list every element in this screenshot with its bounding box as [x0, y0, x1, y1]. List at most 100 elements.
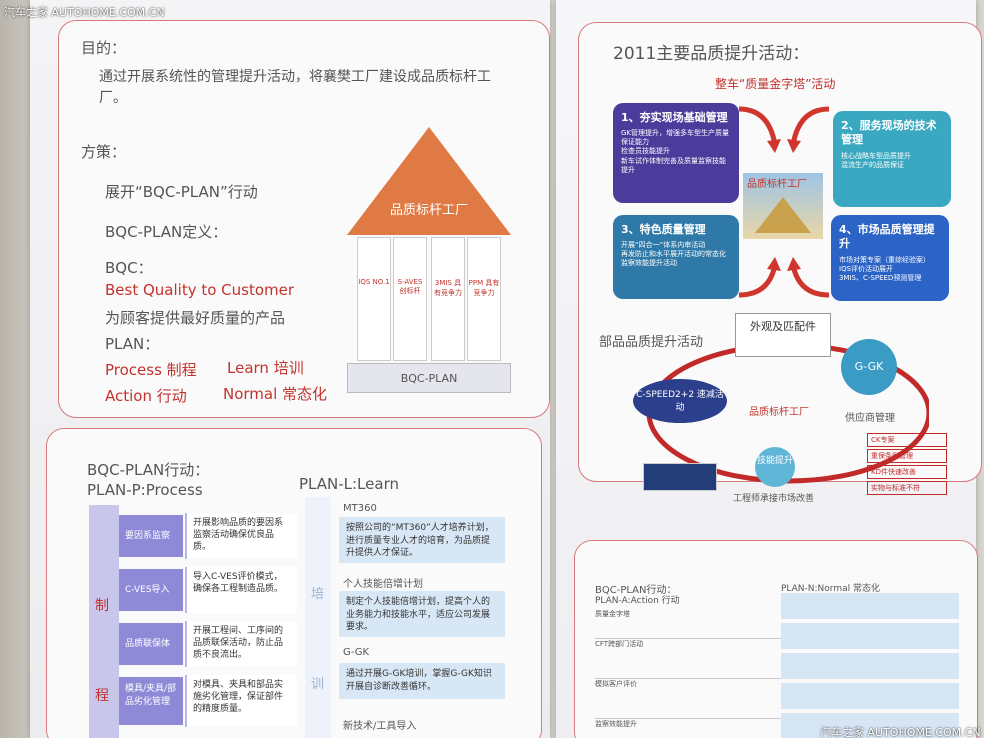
bqc-plan-action-panel: BQC-PLAN行动： PLAN-P:Process PLAN-L:Learn … — [46, 428, 542, 738]
pillar-iqs: IQS NO.1 — [357, 237, 391, 361]
box-special-title: 3、特色质量管理 — [621, 223, 706, 236]
house-roof — [347, 127, 511, 235]
plan-l-title: PLAN-L:Learn — [299, 475, 399, 493]
box-special-item-2: 再发防止和水平展开活动的常态化 — [621, 250, 726, 259]
box-market-item-3: 3MIS、C-SPEED预测管理 — [839, 273, 922, 282]
goal-text: 通过开展系统性的管理提升活动，将襄樊工厂建设成品质标杆工厂。 — [99, 69, 491, 106]
box-special-item-1: 开展“四合一”体系内审活动 — [621, 241, 706, 250]
car-image — [643, 463, 717, 491]
parts-center-label: 品质标杆工厂 — [749, 407, 809, 418]
center-label: 品质标杆工厂 — [747, 179, 807, 190]
box-foundation: 1、夯实现场基础管理 GK管理提升，增强多车型生产质量保证能力 检查员技能提升 … — [613, 103, 739, 203]
box-foundation-item-1: GK管理提升，增强多车型生产质量保证能力 — [621, 129, 730, 147]
plan-p-title: PLAN-P:Process — [87, 481, 203, 499]
plan-line-learn: Learn 培训 — [227, 359, 304, 377]
side-char-2: 程 — [95, 688, 109, 704]
bqc-chinese: 为顾客提供最好质量的产品 — [105, 309, 286, 327]
learn-item-title-2: 个人技能倍增计划 — [343, 579, 423, 590]
parts-title: 部品品质提升活动 — [599, 335, 704, 350]
supplier-item-1: CK专案 — [867, 433, 947, 447]
engineer-label: 工程师承接市场改善 — [733, 494, 815, 504]
box-foundation-item-2: 检查员技能提升 — [621, 147, 670, 156]
supplier-item-3: KD件快速改善 — [867, 465, 947, 479]
box-market-item-1: 市场对策专案（重综经验案） — [839, 255, 930, 264]
box-technical: 2、服务现场的技术管理 核心战略车型品质提升 混流生产的品质保证 — [833, 111, 951, 207]
left-poster-board: 目的： 通过开展系统性的管理提升活动，将襄樊工厂建设成品质标杆工厂。 方策： 展… — [30, 0, 550, 738]
plan-a-title: PLAN-A:Action 行动 — [595, 596, 680, 606]
normal-row-1 — [781, 593, 959, 619]
process-row-label-2: C-VES导入 — [119, 569, 183, 611]
normal-row-3 — [781, 653, 959, 679]
red-arrows — [738, 106, 830, 298]
box-technical-title: 2、服务现场的技术管理 — [841, 119, 937, 147]
center-pyramid-image: 品质标杆工厂 — [743, 173, 823, 239]
learn-item-text-2: 制定个人技能倍增计划，提高个人的业务能力和技能水平，适应公司发展要求。 — [339, 591, 505, 637]
normal-row-2 — [781, 623, 959, 649]
learn-side-char-1: 培 — [311, 587, 325, 602]
learn-side-char-2: 训 — [311, 677, 325, 692]
box-special: 3、特色质量管理 开展“四合一”体系内审活动 再发防止和水平展开活动的常态化 监… — [613, 215, 739, 299]
watermark-bottom: 汽车之家 AUTOHOME.COM.CN — [820, 726, 981, 738]
learn-item-title-3: G-GK — [343, 647, 370, 658]
box-foundation-title: 1、夯实现场基础管理 — [621, 111, 728, 124]
pyramid-shape — [755, 197, 811, 233]
strategy-title: 方策： — [81, 143, 127, 161]
learn-side-bar: 培 训 — [305, 497, 331, 738]
pillar-saves: S-AVES 创标杆 — [393, 237, 427, 361]
supplier-item-2: 重保条例管理 — [867, 449, 947, 463]
ggk-circle: G-GK — [841, 339, 897, 395]
bqc-plan-definition: BQC-PLAN定义： — [105, 223, 228, 241]
learn-item-title-1: MT360 — [343, 503, 377, 514]
normal-table — [781, 593, 959, 738]
plan-line-normal: Normal 常态化 — [223, 385, 328, 403]
box-market: 4、市场品质管理提升 市场对策专案（重综经验案） IQS评价活动展开 3MIS、… — [831, 215, 949, 301]
learn-item-title-4: 新技术/工具导入 — [343, 721, 417, 732]
process-row-text-4: 对模具、夹具和部品实施劣化管理，保证部件的精度质量。 — [185, 675, 297, 727]
activities-title: 2011主要品质提升活动： — [613, 44, 810, 64]
activities-panel: 2011主要品质提升活动： 整车“质量金字塔”活动 1、夯实现场基础管理 GK管… — [578, 22, 982, 504]
supplier-label: 供应商管理 — [845, 413, 895, 424]
plan-label: PLAN： — [105, 335, 160, 353]
goal-panel: 目的： 通过开展系统性的管理提升活动，将襄樊工厂建设成品质标杆工厂。 方策： 展… — [58, 20, 550, 418]
normal-row-4 — [781, 683, 959, 709]
box-special-item-3: 监察效能提升活动 — [621, 259, 677, 268]
process-row-label-4: 模具/夹具/部品劣化管理 — [119, 677, 183, 725]
process-row-label-3: 品质联保体系 — [119, 623, 183, 683]
bqc-label: BQC： — [105, 259, 153, 277]
supplier-item-4: 实物与标准不符 — [867, 481, 947, 495]
skill-circle: 技能提升 — [755, 447, 795, 487]
pyramid-subtitle: 整车“质量金字塔”活动 — [715, 77, 836, 91]
action-normal-panel: BQC-PLAN行动： PLAN-A:Action 行动 PLAN-N:Norm… — [574, 540, 978, 738]
bqc-english: Best Quality to Customer — [105, 281, 295, 299]
box-market-item-2: IQS评价活动展开 — [839, 264, 894, 273]
cspeed-oval: C-SPEED2+2 速减活动 — [633, 379, 727, 423]
section2-title: BQC-PLAN行动： — [87, 461, 210, 479]
supplier-list: CK专案 重保条例管理 KD件快速改善 实物与标准不符 — [867, 433, 947, 495]
pillar-3mis: 3MIS 具有竞争力 — [431, 237, 465, 361]
action-table: 质量金字塔 CFT跨部门活动 模拟客户评价 监察效能提升 — [595, 609, 795, 738]
box-technical-item-1: 核心战略车型品质提升 — [841, 151, 911, 160]
process-row-text-2: 导入C-VES评价模式，确保各工程制造品质。 — [185, 567, 297, 613]
process-side-bar: 制 程 — [89, 505, 119, 738]
goal-title: 目的： — [81, 39, 127, 57]
process-row-label-1: 要因系监察 — [119, 515, 183, 557]
action-row-2: CFT跨部门活动 — [595, 639, 795, 679]
box-market-title: 4、市场品质管理提升 — [839, 223, 935, 251]
side-char-1: 制 — [95, 598, 109, 614]
bottom-title: BQC-PLAN行动： — [595, 585, 677, 596]
appearance-box: 外观及匹配件 — [735, 313, 831, 357]
box-technical-item-2: 混流生产的品质保证 — [841, 160, 904, 169]
action-row-3: 模拟客户评价 — [595, 679, 795, 719]
quality-house-diagram: 品质标杆工厂 IQS NO.1 S-AVES 创标杆 3MIS 具有竞争力 PP… — [347, 127, 511, 397]
box-foundation-item-3: 新车试作体制完善及质量监察技能提升 — [621, 156, 726, 174]
plan-n-title: PLAN-N:Normal 常态化 — [781, 584, 880, 594]
action-row-1: 质量金字塔 — [595, 609, 795, 639]
process-row-text-1: 开展影响品质的要因系监察活动确保优良品质。 — [185, 513, 297, 559]
process-row-text-3: 开展工程间、工序间的品质联保活动，防止品质不良流出。 — [185, 621, 297, 667]
right-poster-board: 2011主要品质提升活动： 整车“质量金字塔”活动 1、夯实现场基础管理 GK管… — [556, 0, 982, 738]
strategy-line: 展开“BQC-PLAN”行动 — [105, 183, 258, 201]
house-base: BQC-PLAN — [347, 363, 511, 393]
learn-item-text-1: 按照公司的“MT360”人才培养计划，进行质量专业人才的培育，为品质提升提供人才… — [339, 517, 505, 563]
plan-line-action: Action 行动 — [105, 387, 187, 405]
house-roof-label: 品质标杆工厂 — [389, 203, 468, 218]
